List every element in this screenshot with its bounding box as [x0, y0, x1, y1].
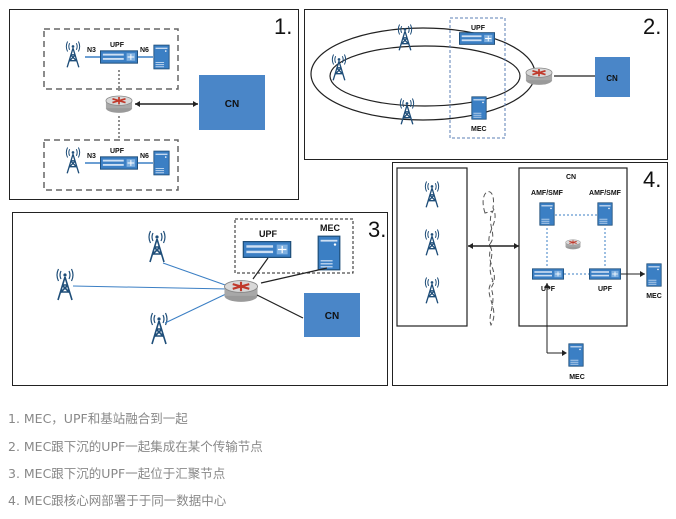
mec-server-icon: [317, 235, 341, 271]
panel-1-number: 1.: [274, 14, 293, 39]
router-icon: [223, 279, 259, 303]
panel-3-cn: CN: [325, 311, 339, 322]
panel-1-site-top: [43, 28, 179, 90]
amf-smf-server-icon: [539, 202, 555, 226]
panel-1-diagram: N3 UPF N6 CN N3 UPF N6: [43, 28, 265, 191]
panel-2: UPF MEC CN 2.: [304, 9, 668, 160]
panel-1-n6-top: N6: [140, 47, 149, 54]
upf-switch-icon: [532, 268, 564, 280]
tower-icon: [56, 268, 74, 301]
panel-1: N3 UPF N6 CN N3 UPF N6 1.: [9, 9, 299, 200]
cn-box: [199, 75, 265, 130]
panel-4-diagram: CN AMF/SMF AMF/SMF UPF UPF MEC MEC: [396, 167, 662, 381]
mec-server-icon: [153, 150, 170, 176]
panel-1-cn: CN: [225, 99, 239, 110]
panel-3-upf: UPF: [259, 229, 278, 239]
panel-3: UPF MEC CN 3.: [12, 212, 388, 386]
panel-4-cn: CN: [566, 174, 576, 181]
panel-4-upf-left: UPF: [541, 286, 556, 293]
panel-4-upf-right: UPF: [598, 286, 613, 293]
panel-2-upf: UPF: [471, 25, 486, 32]
mec-server-icon: [153, 44, 170, 70]
panel-2-node-box: [449, 17, 506, 139]
tower-icon: [424, 180, 440, 209]
panel-2-number: 2.: [643, 14, 662, 39]
panel-2-mec: MEC: [471, 126, 487, 133]
panel-2-diagram: UPF MEC CN: [310, 17, 630, 139]
upf-switch-icon: [100, 156, 138, 170]
caption-1: 1. MEC，UPF和基站融合到一起: [8, 411, 188, 426]
mec-server-icon: [646, 263, 662, 287]
panel-4-mec-right: MEC: [646, 293, 662, 300]
router-icon: [525, 67, 553, 86]
tower-icon: [65, 40, 81, 69]
tower-icon: [399, 97, 415, 126]
mec-server-icon: [471, 96, 487, 120]
panel-1-n3-bottom: N3: [87, 153, 96, 160]
panel-3-number: 3.: [368, 217, 387, 242]
panel-1-site-bottom: [43, 139, 179, 191]
panel-3-mec: MEC: [320, 223, 341, 233]
panel-4: CN AMF/SMF AMF/SMF UPF UPF MEC MEC 4.: [392, 162, 668, 386]
cn-box: [595, 57, 630, 97]
amf-smf-server-icon: [597, 202, 613, 226]
panel-2-cn: CN: [606, 74, 618, 83]
panel-4-ran-box: [396, 167, 468, 327]
tower-icon: [65, 146, 81, 175]
router-icon: [565, 239, 581, 250]
caption-3: 3. MEC跟下沉的UPF一起位于汇聚节点: [8, 466, 226, 481]
caption-4: 4. MEC跟核心网部署于于同一数据中心: [8, 493, 227, 508]
panel-1-n3-top: N3: [87, 47, 96, 54]
router-icon: [105, 95, 133, 114]
panel-4-mec-bottom: MEC: [569, 374, 585, 381]
upf-switch-icon: [589, 268, 621, 280]
panel-3-node-box: [234, 218, 354, 274]
upf-switch-icon: [242, 241, 292, 258]
cn-box: [304, 293, 360, 337]
panel-3-diagram: UPF MEC CN: [56, 218, 360, 345]
panel-1-upf-bottom: UPF: [110, 148, 125, 155]
upf-switch-icon: [100, 50, 138, 64]
panel-4-number: 4.: [643, 167, 662, 192]
caption-2: 2. MEC跟下沉的UPF一起集成在某个传输节点: [8, 439, 263, 454]
panel-4-cn-box: [518, 167, 628, 327]
panel-1-upf-top: UPF: [110, 42, 125, 49]
panel-4-amf-left: AMF/SMF: [531, 190, 564, 197]
mec-server-icon: [568, 343, 584, 367]
panel-4-amf-right: AMF/SMF: [589, 190, 622, 197]
upf-switch-icon: [459, 32, 495, 45]
tower-icon: [424, 228, 440, 257]
panel-1-n6-bottom: N6: [140, 153, 149, 160]
tower-icon: [150, 312, 168, 345]
tower-icon: [424, 276, 440, 305]
tower-icon: [148, 230, 166, 263]
